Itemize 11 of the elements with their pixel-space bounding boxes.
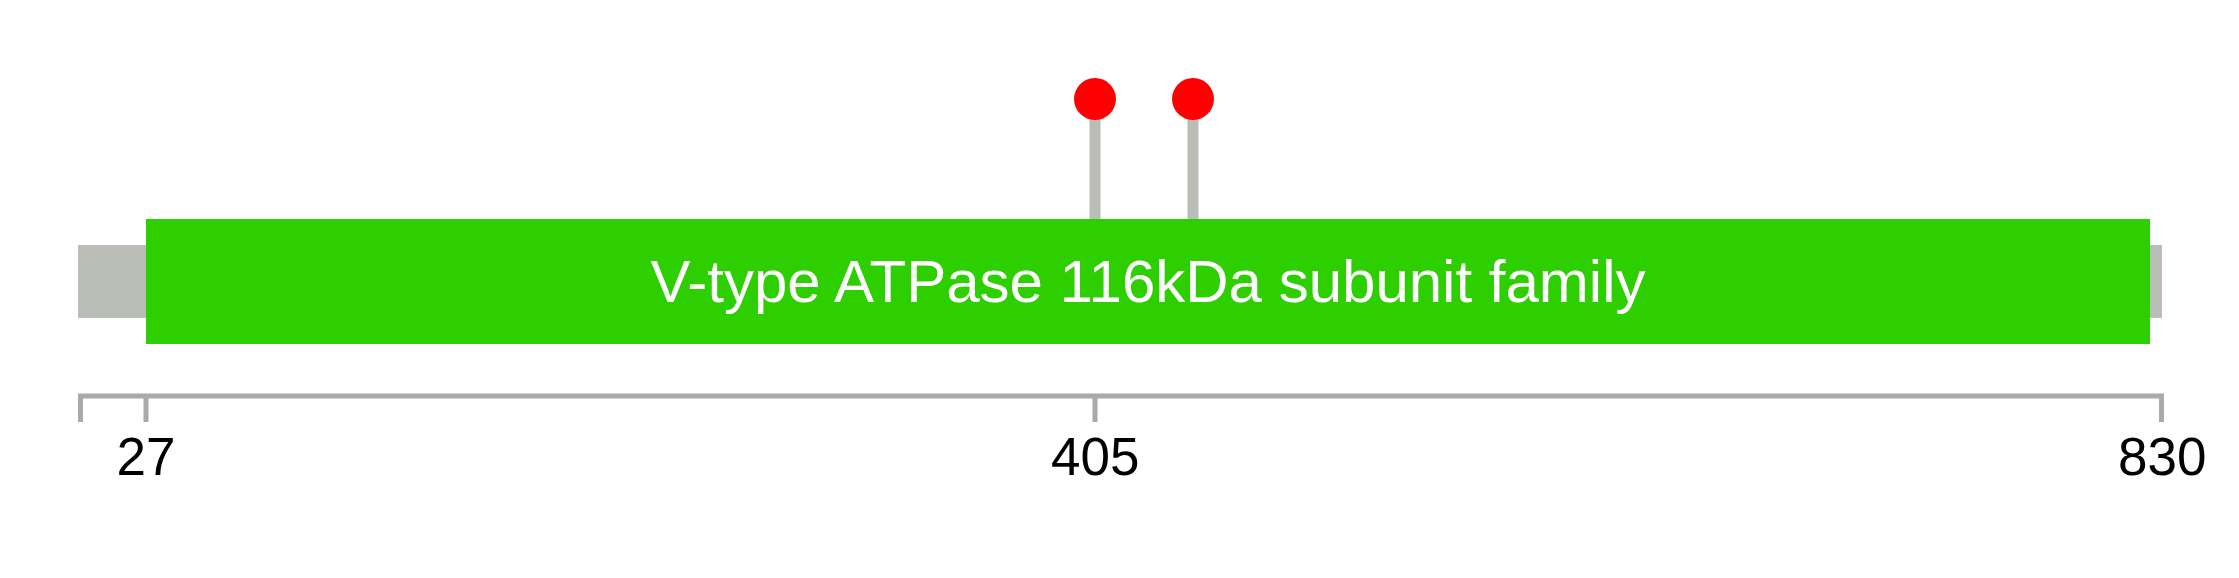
lollipop-stem xyxy=(1089,120,1101,219)
lollipop-stem xyxy=(1187,120,1199,219)
tick-label: 405 xyxy=(1051,430,1140,483)
tick-label: 830 xyxy=(2118,430,2207,483)
lollipop-marker-icon xyxy=(1172,78,1214,120)
lollipop-marker-icon xyxy=(1074,78,1116,120)
domain-bar xyxy=(146,219,2150,344)
domain-label: V-type ATPase 116kDa subunit family xyxy=(650,251,1646,312)
backbone-bar xyxy=(78,245,146,318)
backbone-bar xyxy=(2150,245,2162,318)
tick-label: 27 xyxy=(116,430,176,483)
